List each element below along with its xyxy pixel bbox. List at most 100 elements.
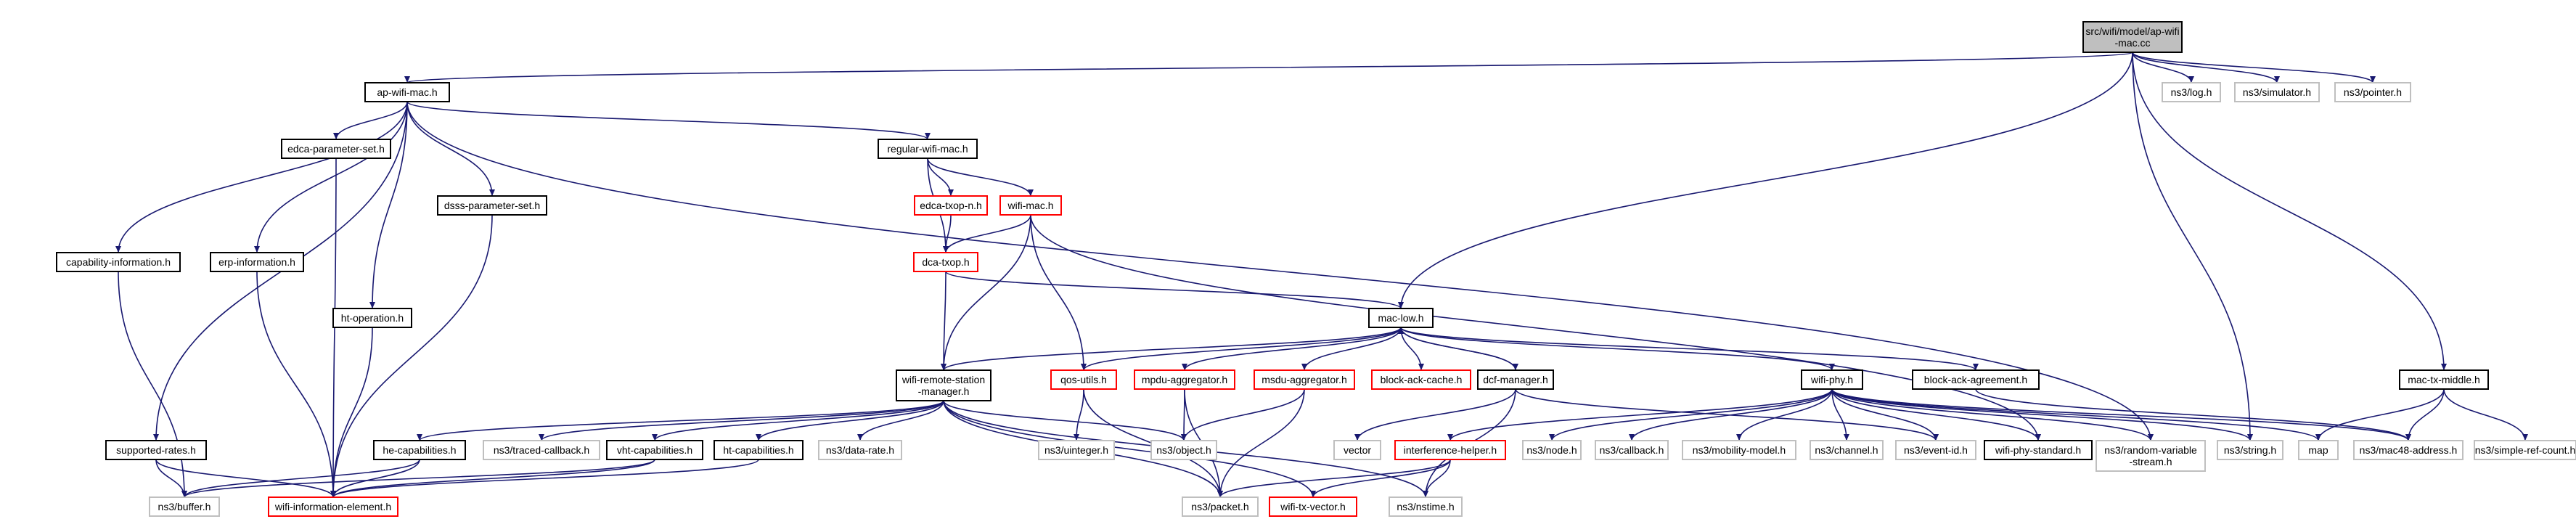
- edge-wifi-phy-to-ns3-string: [1831, 388, 2253, 441]
- node-label-root: src/wifi/model/ap-wifi: [2085, 25, 2179, 37]
- edge-wifi-phy-to-ns3-callback: [1629, 388, 1833, 441]
- node-edca-parameter-set[interactable]: edca-parameter-set.h: [281, 139, 391, 159]
- node-box-ns3-uinteger: [1038, 440, 1115, 460]
- node-box-ns3-callback: [1595, 440, 1669, 460]
- node-box-block-ack-cache: [1371, 369, 1471, 390]
- node-label-ns3-random-variable-stream: -stream.h: [2129, 456, 2172, 467]
- edge-ap-wifi-mac-to-regular-wifi-mac: [406, 101, 931, 140]
- edge-wifi-remote-station-manager-to-ns3-object: [943, 400, 1187, 441]
- node-box-mac-tx-middle: [2399, 369, 2489, 390]
- edge-mac-low-to-mpdu-aggregator: [1182, 327, 1402, 371]
- edge-mac-tx-middle-to-ns3-simple-ref-count: [2443, 388, 2528, 441]
- edge-wifi-phy-to-interference-helper: [1447, 388, 1833, 441]
- node-box-ns3-data-rate: [818, 440, 902, 460]
- edge-mac-tx-middle-to-ns3-mac48-address: [2405, 388, 2445, 441]
- edge-capability-information-to-ns3-buffer: [118, 271, 187, 498]
- node-label-ns3-uinteger: ns3/uinteger.h: [1044, 444, 1108, 456]
- edge-ap-wifi-mac-to-capability-information: [115, 101, 408, 253]
- node-label-ns3-data-rate: ns3/data-rate.h: [826, 444, 894, 456]
- node-ns3-mac48-address: ns3/mac48-address.h: [2353, 440, 2463, 460]
- node-label-vht-capabilities: vht-capabilities.h: [617, 444, 692, 456]
- node-box-interference-helper: [1394, 440, 1506, 460]
- node-interference-helper[interactable]: interference-helper.h: [1394, 440, 1506, 460]
- node-edca-txop-n[interactable]: edca-txop-n.h: [914, 195, 988, 216]
- node-box-he-capabilities: [373, 440, 466, 460]
- edge-mac-low-to-qos-utils: [1081, 327, 1402, 371]
- edge-ap-wifi-mac-to-ht-operation: [369, 101, 408, 309]
- node-box-map: [2298, 440, 2339, 460]
- node-dcf-manager[interactable]: dcf-manager.h: [1477, 369, 1554, 390]
- node-label-ns3-simulator: ns3/simulator.h: [2243, 86, 2311, 98]
- node-box-ns3-channel: [1810, 440, 1884, 460]
- node-ht-capabilities[interactable]: ht-capabilities.h: [713, 440, 804, 460]
- node-ns3-data-rate: ns3/data-rate.h: [818, 440, 902, 460]
- node-box-ns3-event-id: [1895, 440, 1976, 460]
- node-box-vector: [1333, 440, 1381, 460]
- node-supported-rates[interactable]: supported-rates.h: [105, 440, 207, 460]
- node-box-wifi-phy: [1801, 369, 1863, 390]
- node-box-wifi-mac: [999, 195, 1062, 216]
- node-wifi-mac[interactable]: wifi-mac.h: [999, 195, 1062, 216]
- node-ns3-simulator: ns3/simulator.h: [2234, 82, 2320, 102]
- node-label-ns3-simple-ref-count: ns3/simple-ref-count.h: [2475, 444, 2576, 456]
- node-wifi-remote-station-manager[interactable]: wifi-remote-station-manager.h: [896, 369, 991, 401]
- node-layer: src/wifi/model/ap-wifi-mac.cc ap-wifi-mac…: [56, 21, 2576, 517]
- node-wifi-information-element[interactable]: wifi-information-element.h: [268, 496, 398, 517]
- node-box-dcf-manager: [1477, 369, 1554, 390]
- node-dsss-parameter-set[interactable]: dsss-parameter-set.h: [437, 195, 547, 216]
- node-box-ns3-simple-ref-count: [2474, 440, 2576, 460]
- edge-dca-txop-to-mac-low: [945, 271, 1404, 309]
- edge-interference-helper-to-wifi-tx-vector: [1310, 459, 1451, 498]
- node-label-ns3-random-variable-stream: ns3/random-variable: [2104, 444, 2197, 456]
- node-box-ht-operation: [332, 308, 412, 328]
- node-label-dsss-parameter-set: dsss-parameter-set.h: [444, 200, 540, 211]
- node-block-ack-cache[interactable]: block-ack-cache.h: [1371, 369, 1471, 390]
- node-mpdu-aggregator[interactable]: mpdu-aggregator.h: [1134, 369, 1235, 390]
- node-ht-operation[interactable]: ht-operation.h: [332, 308, 412, 328]
- node-box-mac-low: [1368, 308, 1434, 328]
- node-vht-capabilities[interactable]: vht-capabilities.h: [606, 440, 703, 460]
- node-box-capability-information: [56, 252, 181, 272]
- edge-erp-information-to-wifi-information-element: [256, 271, 336, 498]
- node-label-ns3-packet: ns3/packet.h: [1191, 501, 1248, 512]
- node-mac-tx-middle[interactable]: mac-tx-middle.h: [2399, 369, 2489, 390]
- node-wifi-phy-standard[interactable]: wifi-phy-standard.h: [1984, 440, 2093, 460]
- edge-wifi-mac-to-qos-utils: [1030, 214, 1087, 371]
- edge-he-capabilities-to-wifi-information-element: [330, 459, 420, 498]
- node-root[interactable]: src/wifi/model/ap-wifi-mac.cc: [2082, 21, 2183, 53]
- node-label-he-capabilities: he-capabilities.h: [383, 444, 456, 456]
- node-block-ack-agreement[interactable]: block-ack-agreement.h: [1912, 369, 2040, 390]
- edge-ap-wifi-mac-to-dsss-parameter-set: [406, 101, 495, 197]
- node-he-capabilities[interactable]: he-capabilities.h: [373, 440, 466, 460]
- edge-wifi-remote-station-manager-to-ns3-traced-callback: [539, 400, 944, 441]
- node-qos-utils[interactable]: qos-utils.h: [1050, 369, 1117, 390]
- node-box-block-ack-agreement: [1912, 369, 2040, 390]
- node-box-wifi-tx-vector: [1269, 496, 1357, 517]
- node-dca-txop[interactable]: dca-txop.h: [913, 252, 978, 272]
- node-label-ap-wifi-mac: ap-wifi-mac.h: [377, 86, 437, 98]
- edge-mac-low-to-wifi-remote-station-manager: [941, 327, 1402, 371]
- node-ap-wifi-mac[interactable]: ap-wifi-mac.h: [364, 82, 450, 102]
- edge-supported-rates-to-ns3-buffer: [155, 459, 187, 498]
- node-regular-wifi-mac[interactable]: regular-wifi-mac.h: [878, 139, 978, 159]
- node-label-wifi-phy: wifi-phy.h: [1810, 374, 1853, 385]
- node-wifi-phy[interactable]: wifi-phy.h: [1801, 369, 1863, 390]
- node-label-block-ack-agreement: block-ack-agreement.h: [1924, 374, 2027, 385]
- node-label-dcf-manager: dcf-manager.h: [1483, 374, 1548, 385]
- node-label-wifi-remote-station-manager: -manager.h: [918, 385, 970, 397]
- node-wifi-tx-vector[interactable]: wifi-tx-vector.h: [1269, 496, 1357, 517]
- node-box-ns3-node: [1522, 440, 1582, 460]
- node-erp-information[interactable]: erp-information.h: [210, 252, 304, 272]
- node-capability-information[interactable]: capability-information.h: [56, 252, 181, 272]
- node-msdu-aggregator[interactable]: msdu-aggregator.h: [1254, 369, 1355, 390]
- node-ns3-pointer: ns3/pointer.h: [2334, 82, 2411, 102]
- node-box-msdu-aggregator: [1254, 369, 1355, 390]
- edge-wifi-mac-to-wifi-phy-standard: [1030, 214, 2041, 441]
- edge-wifi-phy-to-ns3-mac48-address: [1831, 388, 2411, 441]
- edge-layer: [115, 52, 2528, 498]
- edge-wifi-phy-to-wifi-phy-standard: [1831, 388, 2041, 441]
- node-mac-low[interactable]: mac-low.h: [1368, 308, 1434, 328]
- node-ns3-mobility-model: ns3/mobility-model.h: [1682, 440, 1796, 460]
- node-label-dca-txop: dca-txop.h: [922, 256, 969, 268]
- node-label-mac-tx-middle: mac-tx-middle.h: [2408, 374, 2480, 385]
